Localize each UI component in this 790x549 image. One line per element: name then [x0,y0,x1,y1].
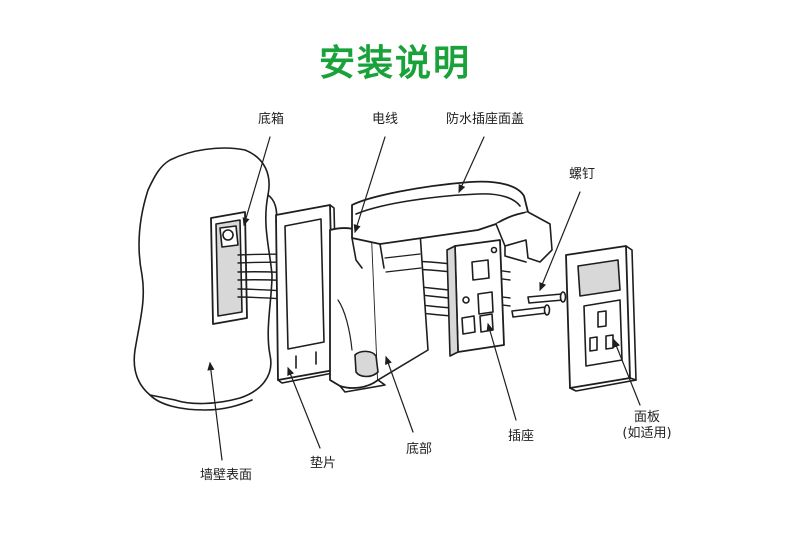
face-panel-part [565,245,637,392]
screws-part [511,291,567,318]
wall-surface-part [133,147,278,411]
label-panel-note: (如适用) [622,426,672,441]
waterproof-cover-part [351,180,553,269]
label-back-box: 底箱 [257,112,285,127]
label-panel: 面板 [633,410,661,425]
label-screw: 螺钉 [568,167,596,182]
back-box-part [210,211,248,325]
label-socket: 插座 [507,429,535,444]
leader-lines [207,136,641,461]
gasket-part [275,204,339,384]
label-base: 底部 [405,442,433,457]
socket-part [446,239,505,357]
label-wall-surface: 墙壁表面 [199,468,253,483]
label-gasket: 垫片 [309,456,337,471]
label-wire: 电线 [371,112,399,127]
label-waterproof-cover: 防水插座面盖 [445,112,525,127]
base-part [329,227,429,393]
page-title: 安装说明 [318,43,471,84]
